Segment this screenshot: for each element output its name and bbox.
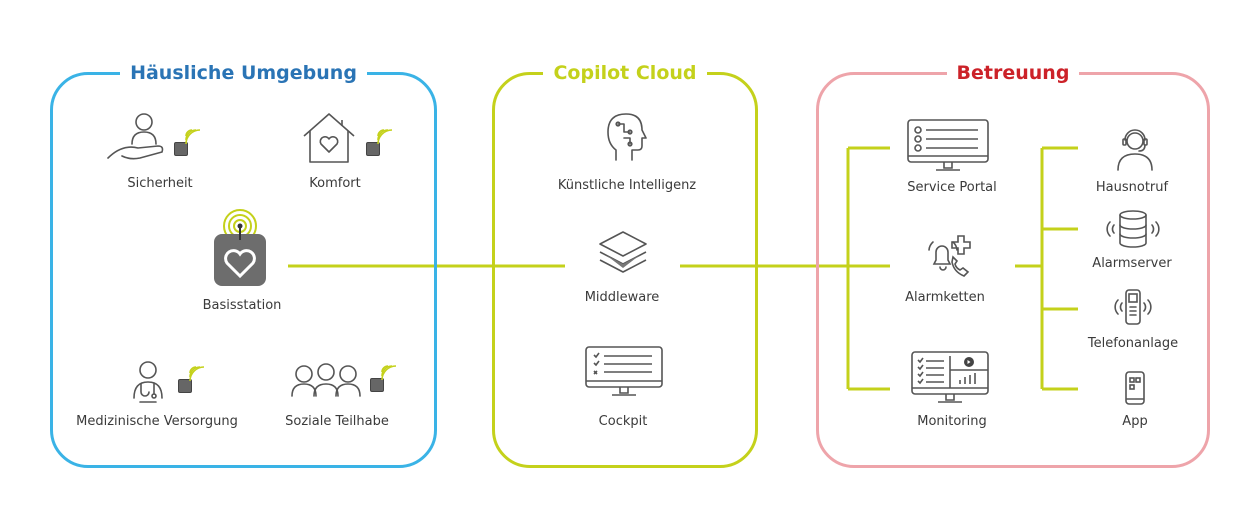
alarm-phone-icon: [928, 235, 971, 277]
label-app: App: [1122, 414, 1148, 429]
house-heart-icon: [303, 113, 355, 163]
monitor-checklist-icon: [585, 346, 663, 396]
safety-hand-icon: [107, 113, 164, 160]
cloud-panel: Copilot Cloud: [492, 62, 758, 468]
sensor-medical: [178, 379, 192, 393]
monitor-portal-icon: [907, 119, 989, 171]
wireless-signal-icon: [185, 129, 201, 145]
label-service-portal: Service Portal: [907, 180, 997, 195]
sensor-security: [174, 142, 188, 156]
sensor-social: [370, 378, 384, 392]
wireless-signal-icon: [189, 366, 205, 382]
wireless-signal-icon: [377, 129, 393, 145]
brain-head-icon: [607, 113, 647, 161]
home-panel-title: Häusliche Umgebung: [120, 62, 367, 84]
base-station-icon: [214, 209, 266, 286]
label-comfort: Komfort: [309, 176, 361, 191]
label-alarm-server: Alarmserver: [1092, 256, 1172, 271]
label-cockpit: Cockpit: [598, 414, 648, 429]
cloud-panel-title: Copilot Cloud: [543, 62, 707, 84]
wireless-signal-icon: [381, 365, 397, 381]
label-phone-system: Telefonanlage: [1087, 336, 1179, 351]
doctor-icon: [133, 361, 163, 403]
smartphone-app-icon: [1125, 371, 1145, 405]
sensor-comfort: [366, 142, 380, 156]
people-group-icon: [291, 363, 361, 397]
label-house-call: Hausnotruf: [1095, 180, 1169, 195]
label-base-station: Basisstation: [202, 298, 282, 313]
layers-icon: [599, 231, 647, 273]
label-medical: Medizinische Versorgung: [76, 414, 238, 429]
server-database-icon: [1106, 210, 1160, 248]
care-panel: Betreuung: [816, 62, 1210, 468]
home-panel: Häusliche Umgebung: [50, 62, 437, 468]
label-security: Sicherheit: [127, 176, 193, 191]
label-middleware: Middleware: [584, 290, 660, 305]
cordless-phone-icon: [1114, 289, 1152, 325]
headset-person-icon: [1117, 129, 1153, 171]
label-alarm-chains: Alarmketten: [905, 290, 985, 305]
monitor-dashboard-icon: [911, 351, 989, 403]
label-social: Soziale Teilhabe: [285, 414, 389, 429]
label-ai: Künstliche Intelligenz: [557, 178, 697, 193]
care-panel-title: Betreuung: [946, 62, 1080, 84]
label-monitoring: Monitoring: [917, 414, 987, 429]
